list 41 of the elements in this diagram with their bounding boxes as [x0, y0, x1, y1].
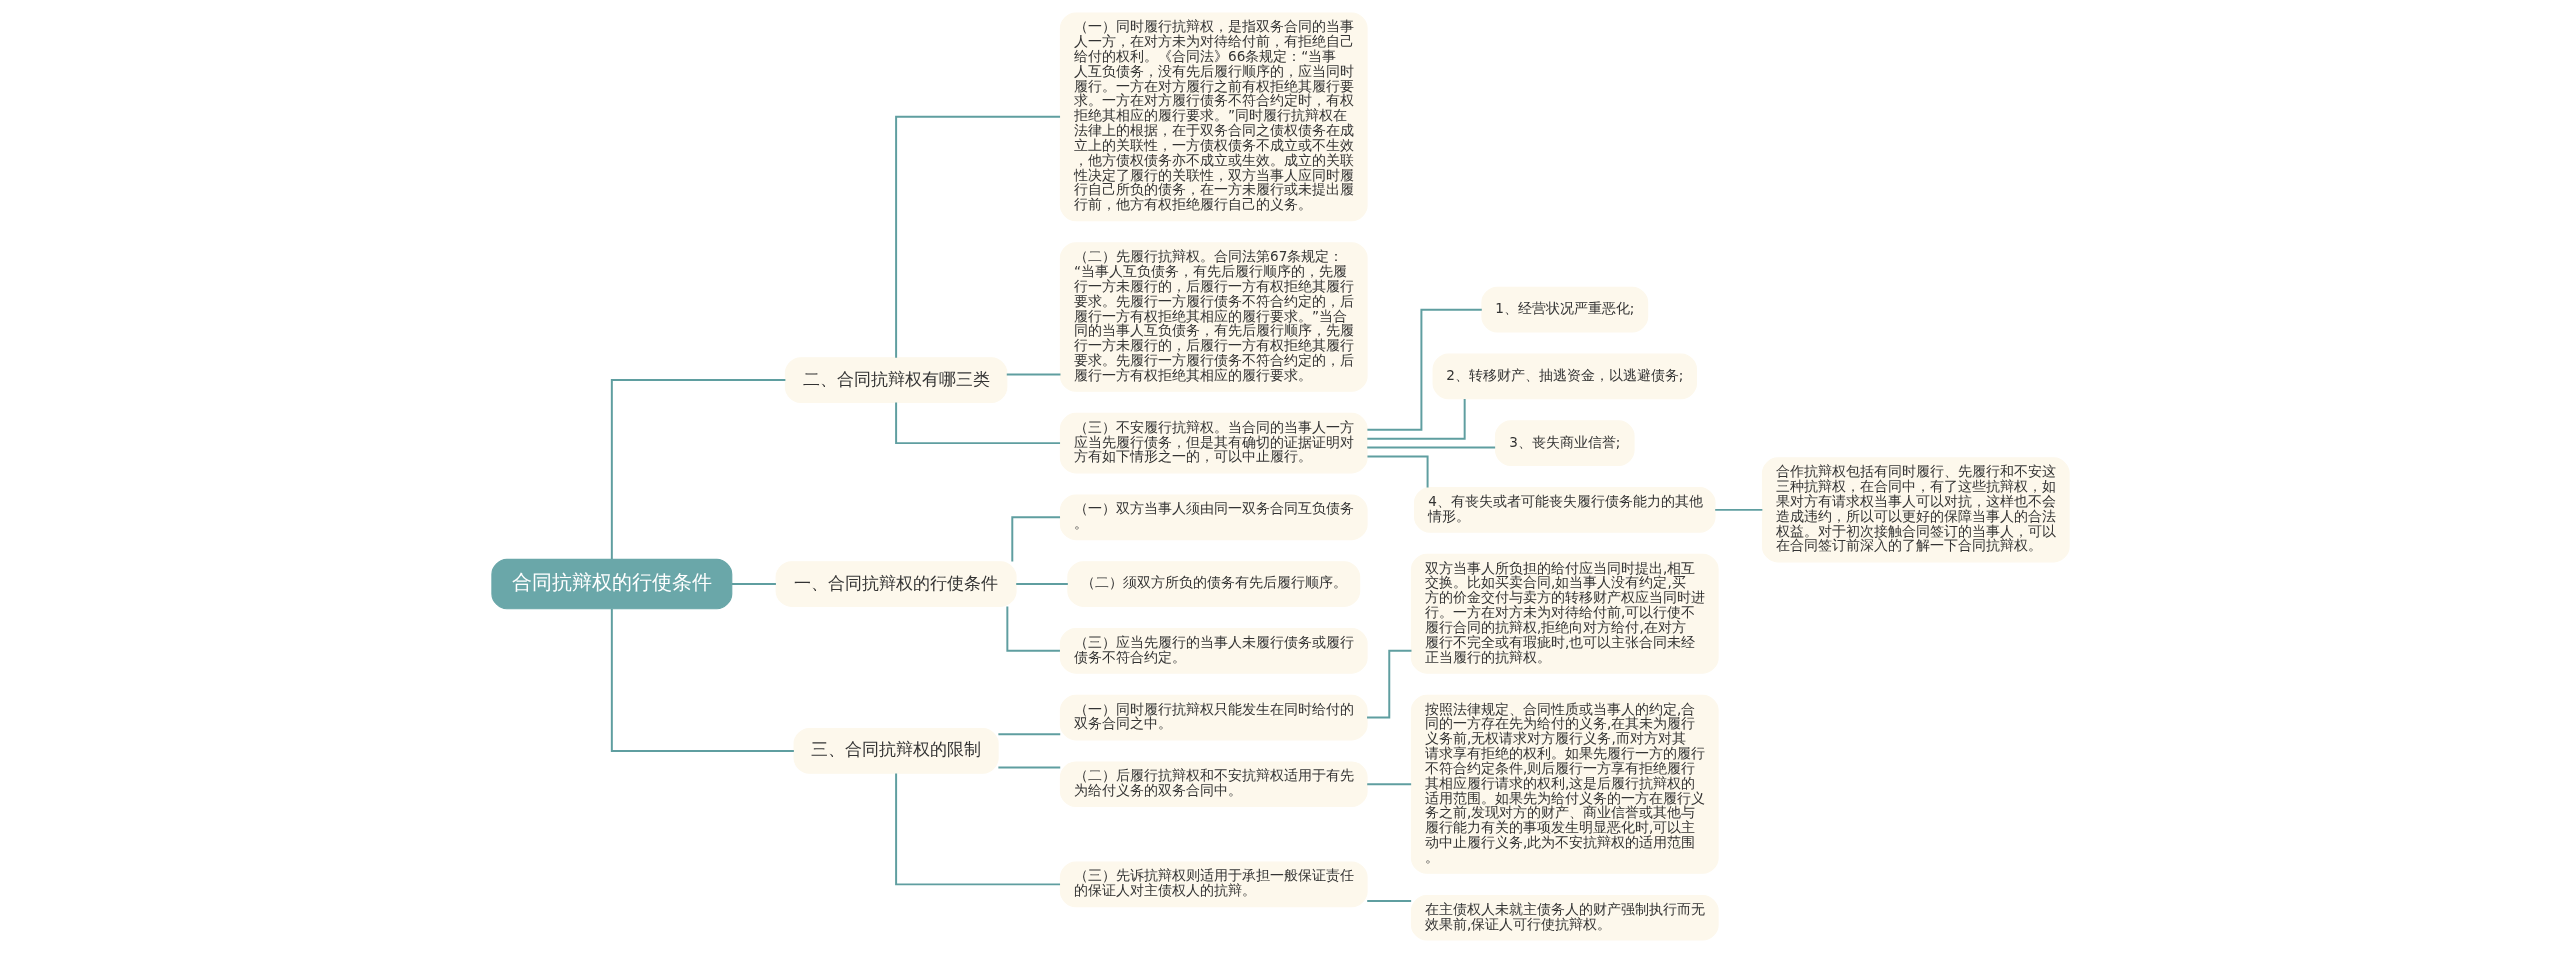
- node-box: （一）同时履行抗辩权，是指双务合同的当事人一方，在对方未为对待给付前，有拒绝自己给付的权利。《合同法》66条规定：“当事人互负债务，没有先后履行顺序的，应当同时履行。一方在对方履行之前有权拒绝其履行要求。一方在对方履行债务不符合约定时，有权拒绝其相应的履行要求。”同时履行抗辩权在法律上的根据，在于双务合同之债权债务在成立上的关联性，一方债权债务不成立或不生效，他方债权债务亦不成立或生效。成立的关联性决定了履行的关联性，双方当事人应同时履行自己所负的债务，在一方未履行或未提出履行前，他方有权拒绝履行自己的义务。: [1059, 12, 1368, 222]
- node-box: 二、合同抗辩权有哪三类: [784, 357, 1007, 403]
- node-box: （二）后履行抗辩权和不安抗辩权适用于有先为给付义务的双务合同中。: [1059, 761, 1368, 808]
- node-box: 2、转移财产、抽逃资金，以逃避债务;: [1432, 353, 1697, 400]
- connector: [610, 608, 795, 752]
- connector: [1014, 583, 1069, 585]
- node-box: 一、合同抗辩权的行使条件: [775, 561, 1017, 607]
- connector: [1005, 605, 1061, 652]
- connector: [1365, 308, 1483, 431]
- node-box: 合作抗辩权包括有同时履行、先履行和不安这三种抗辩权，在合同中，有了这些抗辩权，如果对方有请求权当事人可以对抗，这样也不会造成违约，所以可以更好的保障当事人的合法权益。对于初次接触合同签订的当事人，可以在合同签订前深入的了解一下合同抗辩权。: [1761, 457, 2070, 563]
- connector: [730, 583, 777, 585]
- connector: [1365, 900, 1412, 903]
- connector: [996, 733, 1061, 736]
- node-box: 3、丧失商业信誉;: [1494, 420, 1635, 466]
- connector: [894, 772, 1061, 886]
- node-box: （三）应当先履行的当事人未履行债务或履行债务不符合约定。: [1059, 627, 1368, 674]
- node-box: 1、经营状况严重恶化;: [1480, 286, 1648, 333]
- node-box: 合同抗辩权的行使条件: [490, 558, 732, 610]
- connector: [1365, 455, 1429, 489]
- connector: [996, 766, 1061, 769]
- node-box: （二）须双方所负的债务有先后履行顺序。: [1066, 561, 1360, 607]
- connector: [894, 401, 1061, 445]
- connector: [1713, 508, 1763, 511]
- connector: [610, 379, 786, 560]
- connector: [1365, 397, 1466, 440]
- node-box: （一）双方当事人须由同一双务合同互负债务。: [1059, 494, 1368, 541]
- connector: [1005, 373, 1061, 376]
- node-box: 双方当事人所负担的给付应当同时提出,相互交换。比如买卖合同,如当事人没有约定,买方的价金交付与卖方的转移财产权应当同时进行。一方在对方未为对待给付前,可以行使不履行合同的抗辩权,拒绝向对方给付,在对方履行不完全或有瑕疵时,也可以主张合同未经正当履行的抗辩权。: [1410, 553, 1719, 674]
- connector: [1365, 446, 1496, 449]
- node-box: 在主债权人未就主债务人的财产强制执行而无效果前,保证人可行使抗辩权。: [1410, 894, 1719, 941]
- node-box: （二）先履行抗辩权。合同法第67条规定：“当事人互负债务，有先后履行顺序的，先履行一方未履行的，后履行一方有权拒绝其履行要求。先履行一方履行债务不符合约定的，后履行一方有权拒绝其相应的履行要求。”当合同的当事人互负债务，有先后履行顺序，先履行一方未履行的，后履行一方有权拒绝其履行要求。先履行一方履行债务不符合约定的，后履行一方有权拒绝其相应的履行要求。: [1059, 242, 1368, 392]
- node-box: 三、合同抗辩权的限制: [793, 728, 999, 774]
- node-box: 按照法律规定、合同性质或当事人的约定,合同的一方存在先为给付的义务,在其未为履行义务前,无权请求对方履行义务,而对方对其请求享有拒绝的权利。如果先履行一方的履行不符合约定条件,则后履行一方享有拒绝履行其相应履行请求的权利,这是后履行抗辩权的适用范围。如果先为给付义务的一方在履行义务之前,发现对方的财产、商业信誉或其他与履行能力有关的事项发生明显恶化时,可以主动中止履行义务,此为不安抗辩权的适用范围。: [1410, 694, 1719, 874]
- connector: [1365, 783, 1412, 786]
- node-box: （三）先诉抗辩权则适用于承担一般保证责任的保证人对主债权人的抗辩。: [1059, 861, 1368, 908]
- node-box: （三）不安履行抗辩权。当合同的当事人一方应当先履行债务，但是其有确切的证据证明对方有如下情形之一的，可以中止履行。: [1059, 412, 1368, 474]
- connector: [894, 115, 1061, 359]
- node-box: （一）同时履行抗辩权只能发生在同时给付的双务合同之中。: [1059, 694, 1368, 741]
- connector: [1365, 649, 1412, 719]
- node-box: 4、有丧失或者可能丧失履行债务能力的其他情形。: [1413, 487, 1716, 533]
- connector: [1010, 516, 1061, 563]
